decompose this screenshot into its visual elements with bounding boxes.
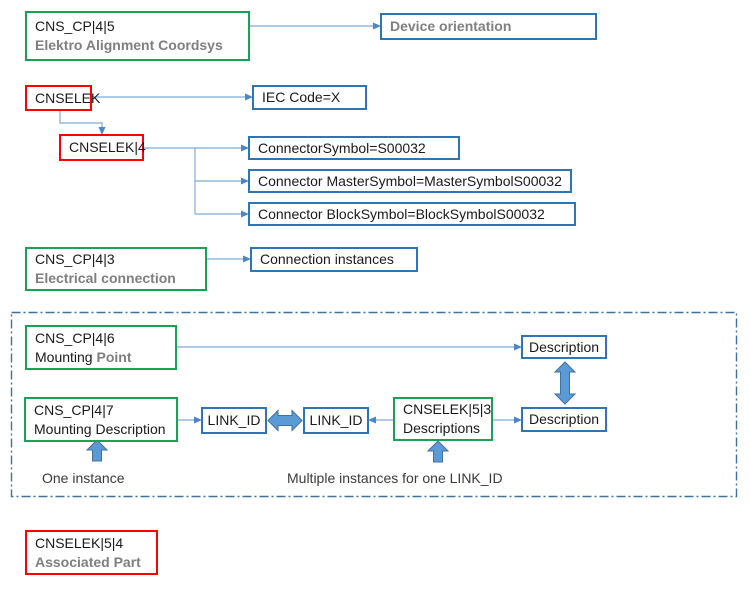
arrowhead xyxy=(368,416,376,424)
node-cns-cp-4-5: CNS_CP|4|5 Elektro Alignment Coordsys xyxy=(25,11,250,61)
node-title: CNSELEK|5|3 xyxy=(403,401,492,417)
subtitle-plain-part: Mounting xyxy=(35,348,97,365)
node-title: CNS_CP|4|6 xyxy=(35,329,115,346)
up-arrow-multiple-instances-icon xyxy=(426,440,450,463)
node-link-id-left: LINK_ID xyxy=(201,407,267,434)
node-connector-symbol: ConnectorSymbol=S00032 xyxy=(248,136,460,160)
connector-cnselek-cnselek4 xyxy=(59,111,103,128)
node-label: Device orientation xyxy=(390,18,512,34)
node-title: CNSELEK|5|4 xyxy=(35,534,124,551)
node-label: LINK_ID xyxy=(309,412,363,428)
node-description-bottom: Description xyxy=(521,407,607,432)
annotation-one-instance: One instance xyxy=(42,470,125,486)
node-cns-cp-4-3: CNS_CP|4|3 Electrical connection xyxy=(25,247,207,291)
node-label: ConnectorSymbol=S00032 xyxy=(258,139,426,156)
node-connection-instances: Connection instances xyxy=(250,247,418,272)
node-cns-cp-4-6: CNS_CP|4|6 Mounting Point xyxy=(25,325,177,370)
annotation-multiple-instances: Multiple instances for one LINK_ID xyxy=(287,470,503,486)
connector-cnselek4-trunk xyxy=(144,147,196,214)
node-title: CNS_CP|4|7 xyxy=(34,401,114,418)
node-title: CNS_CP|4|5 xyxy=(35,18,115,34)
node-connector-master-symbol: Connector MasterSymbol=MasterSymbolS0003… xyxy=(248,169,572,193)
node-subtitle: Electrical connection xyxy=(35,270,176,286)
node-label: Connector MasterSymbol=MasterSymbolS0003… xyxy=(258,172,562,189)
subtitle-accent-part: Point xyxy=(96,348,132,365)
node-link-id-right: LINK_ID xyxy=(303,407,369,434)
node-subtitle: Descriptions xyxy=(403,420,481,436)
node-cns-cp-4-7: CNS_CP|4|7 Mounting Description xyxy=(24,397,178,442)
node-iec-code: IEC Code=X xyxy=(252,85,367,110)
node-cnselek-5-4: CNSELEK|5|4 Associated Part xyxy=(25,530,158,575)
node-subtitle: Associated Part xyxy=(35,553,141,570)
node-cnselek-5-3: CNSELEK|5|3 Descriptions xyxy=(393,397,493,441)
node-device-orientation: Device orientation xyxy=(380,13,597,40)
node-title: CNS_CP|4|3 xyxy=(35,251,115,267)
node-subtitle: Mounting Description xyxy=(34,420,166,437)
node-subtitle: Elektro Alignment Coordsys xyxy=(35,37,223,53)
node-label: CNSELEK xyxy=(35,89,101,106)
node-label: Description xyxy=(528,411,600,427)
double-arrow-linkid-icon xyxy=(267,409,303,432)
double-arrow-description-icon xyxy=(553,361,577,405)
node-label: CNSELEK|4 xyxy=(69,139,146,155)
node-connector-block-symbol: Connector BlockSymbol=BlockSymbolS00032 xyxy=(248,202,576,226)
node-cnselek: CNSELEK xyxy=(25,85,101,111)
up-arrow-one-instance-icon xyxy=(85,439,109,462)
node-cnselek-4: CNSELEK|4 xyxy=(59,134,146,161)
node-description-top: Description xyxy=(521,335,607,359)
node-label: LINK_ID xyxy=(207,412,261,428)
node-subtitle: Mounting Point xyxy=(35,348,171,367)
node-label: IEC Code=X xyxy=(262,89,341,105)
node-label: Connection instances xyxy=(260,251,394,267)
node-label: Connector BlockSymbol=BlockSymbolS00032 xyxy=(258,205,545,222)
node-label: Description xyxy=(528,338,600,355)
